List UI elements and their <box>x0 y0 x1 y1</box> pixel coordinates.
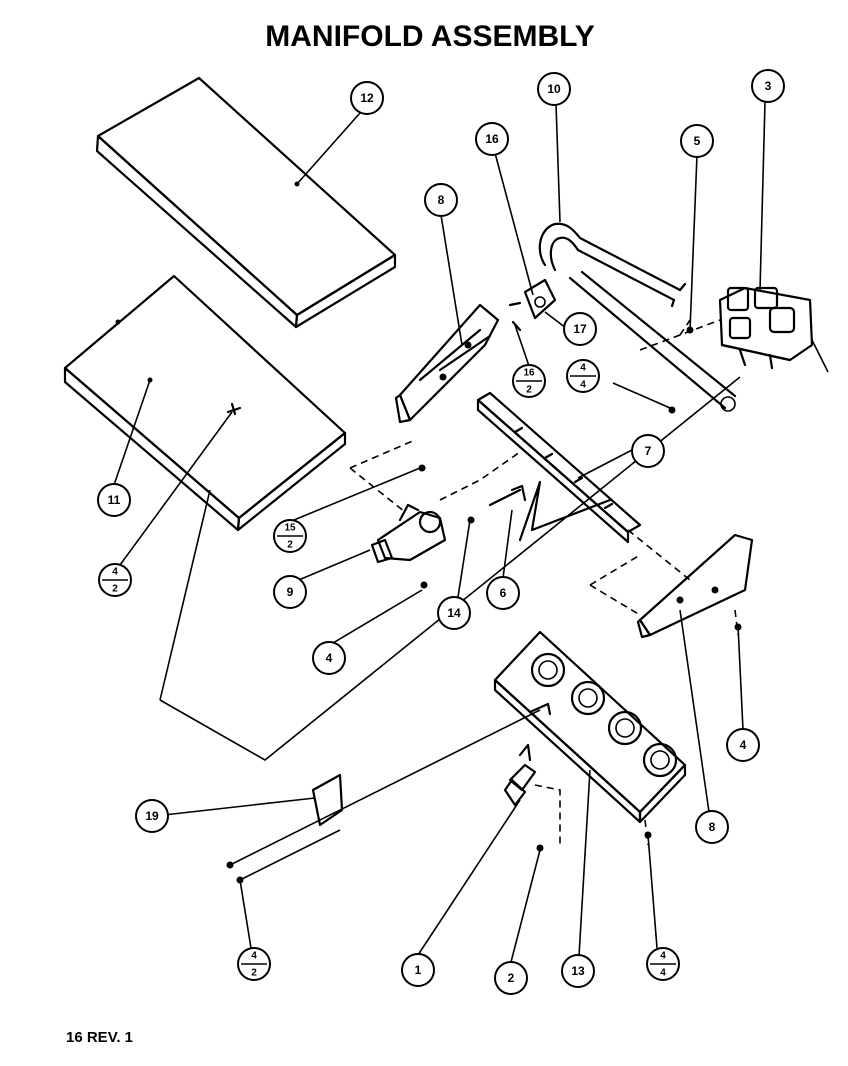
callout-8-lower: 8 <box>695 810 729 844</box>
callout-4-left: 4 <box>312 641 346 675</box>
callout-10-label: 10 <box>547 82 561 96</box>
callout-7: 7 <box>631 434 665 468</box>
callout-4-over-2-left-bottom: 2 <box>112 584 118 595</box>
callout-8-upper-label: 8 <box>438 193 445 207</box>
callout-10: 10 <box>537 72 571 106</box>
callout-4-right: 4 <box>726 728 760 762</box>
callout-4-over-2-left: 4 2 <box>98 563 132 597</box>
callout-16-over-2: 16 2 <box>512 364 546 398</box>
part-3-gas-valve <box>718 286 829 373</box>
callout-4-over-4-upper-top: 4 <box>580 363 586 374</box>
callout-15-over-2-top: 15 <box>284 523 296 534</box>
callout-17-label: 17 <box>573 322 587 336</box>
callout-2-label: 2 <box>508 971 515 985</box>
callout-12: 12 <box>350 81 384 115</box>
part-7-manifold-rail <box>476 391 642 544</box>
callout-14-label: 14 <box>447 606 461 620</box>
callout-leaders <box>113 101 766 963</box>
callout-13: 13 <box>561 954 595 988</box>
callout-12-label: 12 <box>360 91 374 105</box>
callout-11: 11 <box>97 483 131 517</box>
screws <box>226 326 742 884</box>
part-16-igniter-bracket <box>508 278 557 332</box>
part-6-electrode <box>488 480 612 542</box>
part-8-right-bracket <box>636 533 754 639</box>
part-12-top-panel <box>95 76 397 329</box>
callout-1: 1 <box>401 953 435 987</box>
part-9-orifice-assembly <box>370 503 447 564</box>
callout-3-label: 3 <box>765 79 772 93</box>
callout-19: 19 <box>135 799 169 833</box>
callout-4-over-2-bottom: 4 2 <box>237 947 271 981</box>
part-10-gas-tube <box>538 222 737 412</box>
callout-4-over-2-bottom-top: 4 <box>251 951 257 962</box>
callout-2: 2 <box>494 961 528 995</box>
part-8-left-bracket <box>394 303 500 424</box>
callout-3: 3 <box>751 69 785 103</box>
callout-16: 16 <box>475 122 509 156</box>
callout-5-label: 5 <box>694 134 701 148</box>
callout-16-over-2-bottom: 2 <box>526 385 532 396</box>
callout-6-label: 6 <box>500 586 507 600</box>
callout-4-left-label: 4 <box>326 651 333 665</box>
callout-13-label: 13 <box>571 964 585 978</box>
callout-9: 9 <box>273 575 307 609</box>
part-13-burner-plate <box>493 630 687 824</box>
callout-4-over-4-lower-bottom: 4 <box>660 968 666 979</box>
callout-14: 14 <box>437 596 471 630</box>
callout-17: 17 <box>563 312 597 346</box>
callout-15-over-2: 15 2 <box>273 519 307 553</box>
callout-4-over-4-upper-bottom: 4 <box>580 380 586 391</box>
diagram-title: MANIFOLD ASSEMBLY <box>265 20 594 53</box>
callout-11-label: 11 <box>108 493 121 507</box>
callout-4-over-4-lower-top: 4 <box>660 951 666 962</box>
callout-9-label: 9 <box>287 585 294 599</box>
leader-lines <box>159 319 741 881</box>
callout-8-lower-label: 8 <box>709 820 716 834</box>
callout-4-over-4-lower: 4 4 <box>646 947 680 981</box>
callout-16-over-2-top: 16 <box>523 368 535 379</box>
callout-4-over-2-left-top: 4 <box>112 567 118 578</box>
callout-1-label: 1 <box>415 963 422 977</box>
callout-8-upper: 8 <box>424 183 458 217</box>
callout-4-over-2-bottom-bottom: 2 <box>251 968 257 979</box>
callout-15-over-2-bottom: 2 <box>287 540 293 551</box>
callout-19-label: 19 <box>145 809 159 823</box>
part-11-lower-panel <box>63 274 347 532</box>
part-19-clip <box>311 773 344 827</box>
part-1-switch <box>503 743 537 807</box>
callout-5: 5 <box>680 124 714 158</box>
callout-16-label: 16 <box>485 132 499 146</box>
page-footer: 16 REV. 1 <box>66 1029 133 1046</box>
callout-4-over-4-upper: 4 4 <box>566 359 600 393</box>
callout-6: 6 <box>486 576 520 610</box>
callout-4-right-label: 4 <box>740 738 747 752</box>
callout-7-label: 7 <box>645 444 652 458</box>
